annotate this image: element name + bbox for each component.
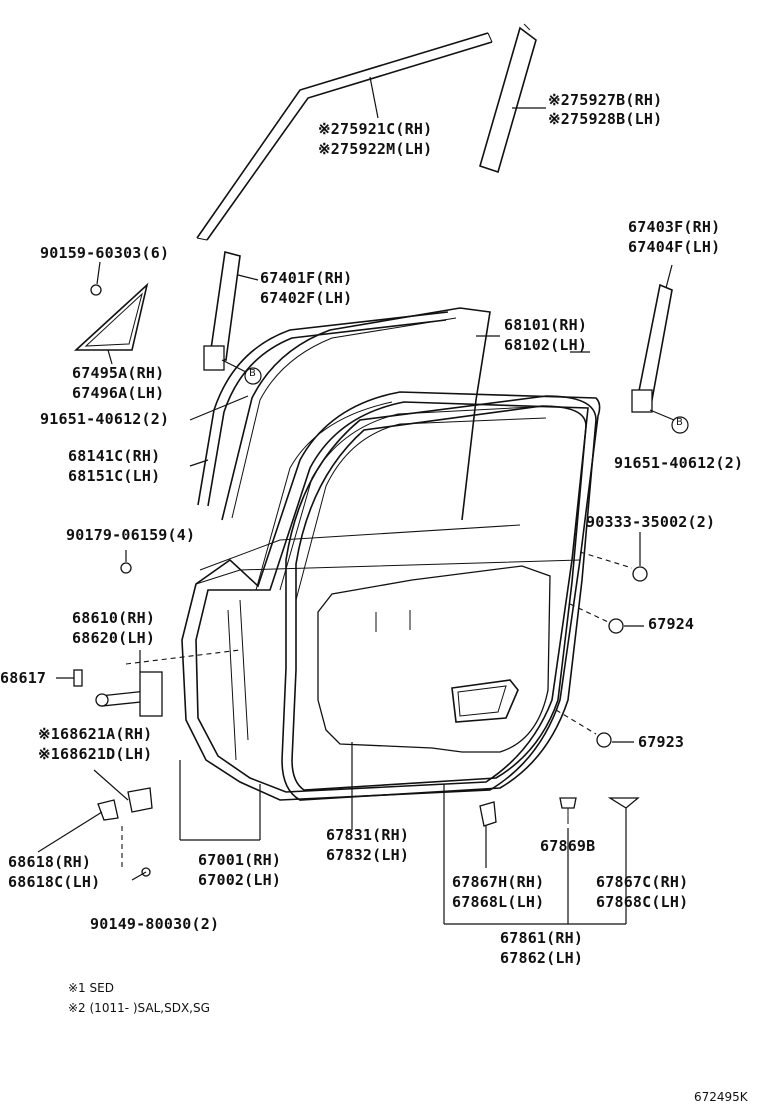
label-91651-front: 91651-40612(2) — [40, 410, 170, 428]
label-68617: 68617 — [0, 669, 47, 687]
label-90159: 90159-60303(6) — [40, 244, 170, 262]
reference-marker-b1 — [244, 367, 262, 385]
door-glass-part — [221, 307, 500, 521]
small-bolt-part — [131, 867, 151, 881]
label-67862: 67862(LH) — [500, 949, 584, 967]
mirror-triangle-garnish-part — [73, 282, 149, 365]
door-weatherstrip-part — [281, 395, 627, 925]
label-168621a: ※168621A(RH) — [38, 725, 153, 743]
bolt-part — [90, 261, 102, 296]
label-67923: 67923 — [638, 733, 685, 751]
label-68618: 68618(RH) — [8, 853, 92, 871]
label-90149: 90149-80030(2) — [90, 915, 220, 933]
footnote-2: ※2 (1011- )SAL,SDX,SG — [68, 1001, 210, 1015]
label-90333: 90333-35002(2) — [586, 513, 716, 531]
center-pillar-garnish-part — [479, 23, 546, 174]
screw-part — [120, 550, 132, 574]
label-67496a: 67496A(LH) — [72, 384, 165, 402]
label-67495a: 67495A(RH) — [72, 364, 165, 382]
label-67402f: 67402F(LH) — [260, 289, 353, 307]
label-67404f: 67404F(LH) — [628, 238, 721, 256]
clip-67923-part — [555, 709, 634, 748]
label-67832: 67832(LH) — [326, 846, 410, 864]
front-division-bar-part — [203, 250, 259, 373]
label-68620: 68620(LH) — [72, 629, 156, 647]
label-67869b: 67869B — [540, 837, 596, 855]
label-68610: 68610(RH) — [72, 609, 156, 627]
label-67867c: 67867C(RH) — [596, 873, 689, 891]
glass-run-part — [189, 311, 449, 507]
label-75928b: ※275928B(LH) — [548, 110, 663, 128]
label-168621d: ※168621D(LH) — [38, 745, 153, 763]
label-67867h: 67867H(RH) — [452, 873, 545, 891]
pin-part — [56, 669, 83, 687]
label-67002: 67002(LH) — [198, 871, 282, 889]
clip-67869b-part — [559, 797, 577, 824]
footnote-1: ※1 SED — [68, 981, 114, 995]
door-frame-moulding-part — [196, 32, 493, 241]
clip-67924-part — [569, 603, 644, 634]
label-75927b: ※275927B(RH) — [548, 91, 663, 109]
door-check-part — [95, 649, 241, 717]
rear-division-bar-part — [631, 264, 675, 421]
door-panel-leader — [179, 760, 261, 841]
label-67831: 67831(RH) — [326, 826, 410, 844]
label-67403f: 67403F(RH) — [628, 218, 721, 236]
label-67868c: 67868C(LH) — [596, 893, 689, 911]
hinge-bolt-part — [37, 799, 123, 870]
label-67001: 67001(RH) — [198, 851, 282, 869]
clip-90333-part — [579, 532, 648, 582]
label-68151c: 68151C(LH) — [68, 467, 161, 485]
label-75921c: ※275921C(RH) — [318, 120, 433, 138]
label-90179: 90179-06159(4) — [66, 526, 196, 544]
label-68141c: 68141C(RH) — [68, 447, 161, 465]
label-75922m: ※275922M(LH) — [318, 140, 433, 158]
label-67401f: 67401F(RH) — [260, 269, 353, 287]
label-67924: 67924 — [648, 615, 695, 633]
clip-67867h-part — [479, 801, 497, 827]
label-91651-rear: 91651-40612(2) — [614, 454, 744, 472]
marker-b2-letter: B — [676, 417, 683, 428]
clip-67867c-part — [607, 797, 640, 820]
door-hinge-part — [93, 769, 153, 813]
reference-marker-b2 — [671, 416, 689, 434]
label-68101: 68101(RH) — [504, 316, 588, 334]
label-67861: 67861(RH) — [500, 929, 584, 947]
illustration-code: 672495K — [694, 1090, 748, 1104]
label-68618c: 68618C(LH) — [8, 873, 101, 891]
label-68102: 68102(LH) — [504, 336, 588, 354]
label-67868l: 67868L(LH) — [452, 893, 545, 911]
marker-b1-letter: B — [249, 368, 256, 379]
door-trim-board-part — [317, 565, 551, 830]
